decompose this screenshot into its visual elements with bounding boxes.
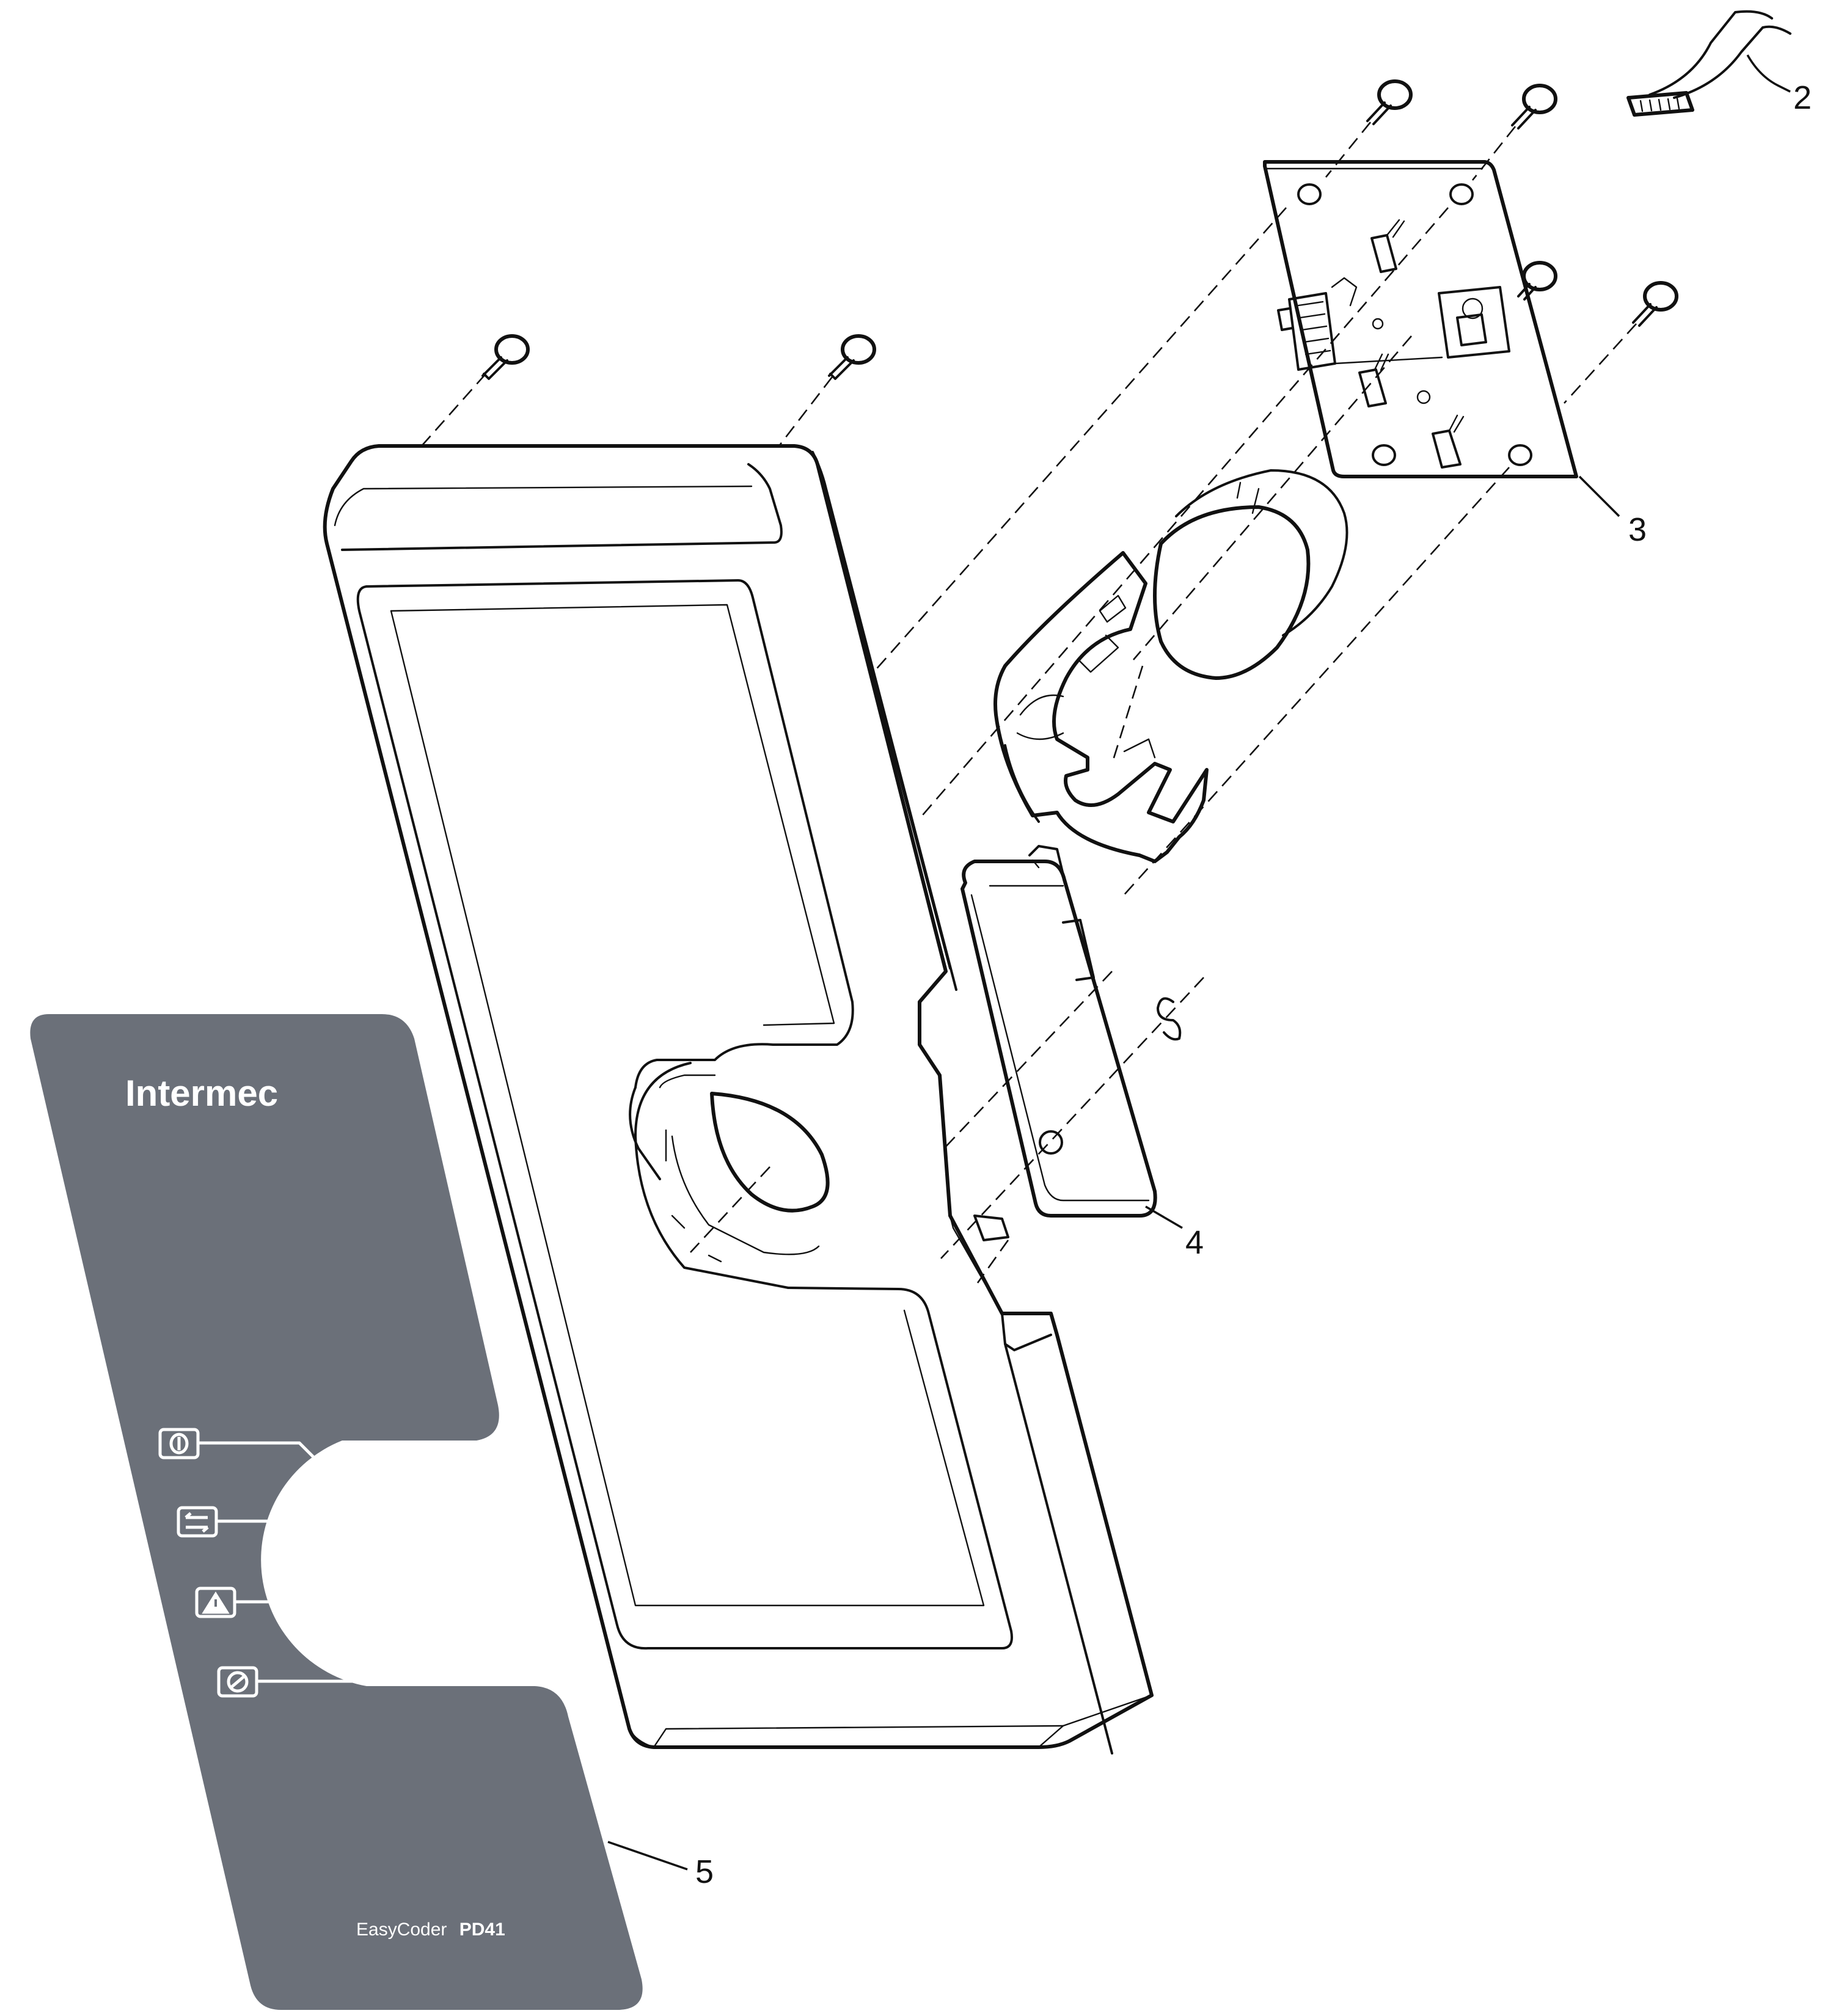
error-icon-leader xyxy=(258,1656,374,1683)
screw-pcb-top-right xyxy=(1511,84,1557,130)
callout-4-number: 4 xyxy=(1185,1224,1204,1261)
button-cap xyxy=(1153,469,1348,680)
front-overlay-label: Intermec EasyCoder PD41 xyxy=(30,1014,643,2010)
feed-icon xyxy=(177,1506,218,1538)
callout-5: 5 xyxy=(607,1841,714,1890)
callout-5-number: 5 xyxy=(695,1853,714,1890)
overlay-model-text: EasyCoder PD41 xyxy=(356,1919,505,1940)
callout-3: 3 xyxy=(1578,475,1647,548)
error-icon xyxy=(217,1666,258,1698)
screw-pcb-top-left xyxy=(1366,79,1413,125)
screw-frame-right xyxy=(828,334,876,380)
assembly-guide-lines xyxy=(421,122,1637,1284)
spring-clip xyxy=(1157,997,1182,1041)
callout-4: 4 xyxy=(1145,1205,1204,1261)
screw-pcb-bottom-right xyxy=(1632,281,1678,327)
screw-pcb-mid-right xyxy=(1517,261,1557,301)
light-guide xyxy=(960,845,1157,1241)
warning-icon xyxy=(195,1587,236,1618)
circuit-board xyxy=(1263,160,1578,478)
overlay-model-prefix: EasyCoder xyxy=(356,1919,447,1940)
overlay-brand-logo: Intermec xyxy=(125,1073,278,1114)
front-frame xyxy=(323,444,1154,1755)
callout-2: 2 xyxy=(1746,54,1812,116)
ribbon-cable xyxy=(1626,10,1791,117)
power-icon xyxy=(158,1428,200,1459)
callout-3-number: 3 xyxy=(1628,511,1647,548)
screw-frame-left xyxy=(481,334,530,380)
callout-2-number: 2 xyxy=(1793,79,1812,116)
button-bracket xyxy=(993,551,1209,863)
power-icon-leader xyxy=(199,1441,319,1463)
overlay-panel xyxy=(30,1014,643,2010)
overlay-model-name: PD41 xyxy=(459,1919,505,1940)
